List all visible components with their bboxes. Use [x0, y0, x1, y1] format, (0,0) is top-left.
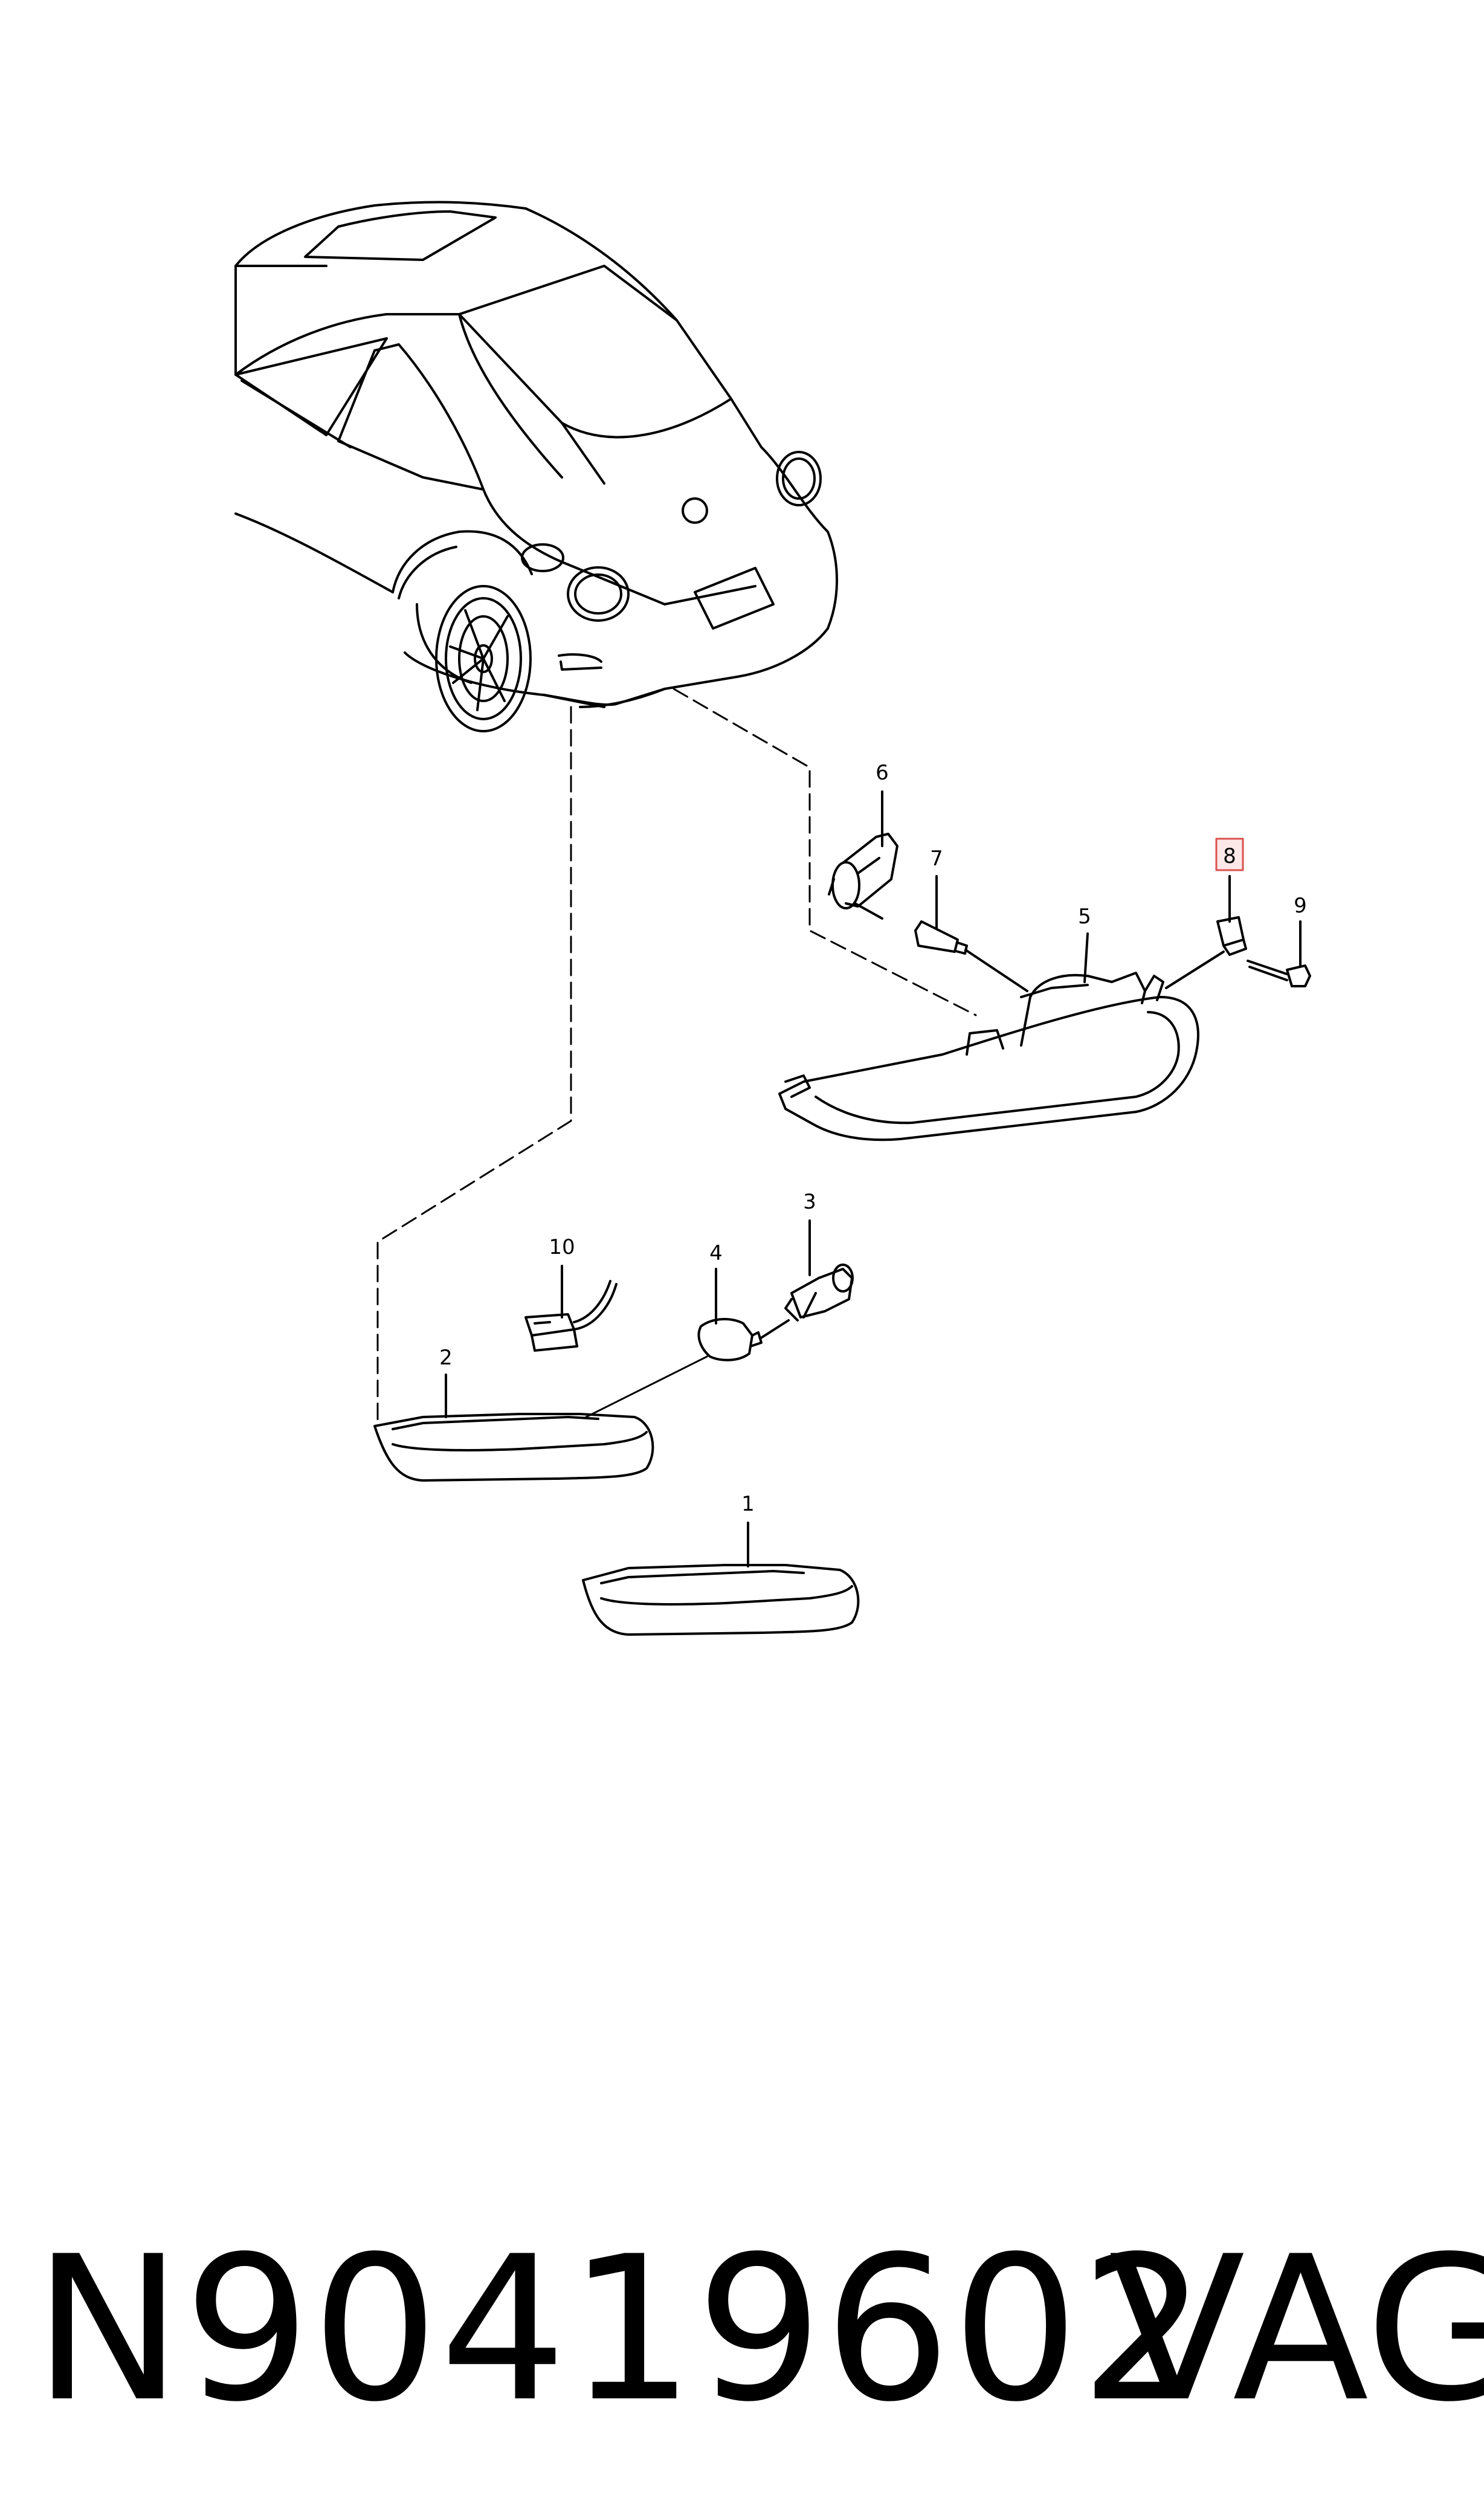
part-3-socket: [784, 1264, 854, 1322]
part-10-connector: [524, 1280, 618, 1352]
part-9-screw: [1247, 960, 1311, 987]
callout-10[interactable]: 10: [549, 1235, 575, 1259]
callout-4[interactable]: 4: [709, 1241, 723, 1265]
part-8-clip: [1165, 916, 1247, 989]
part-6-socket: [828, 833, 898, 920]
callout-8-highlight: [1215, 838, 1244, 871]
leader-lines: [376, 688, 977, 1421]
car-illustration: [234, 201, 838, 732]
callout-7[interactable]: 7: [930, 847, 943, 871]
brand-label: VAG: [1109, 2213, 1484, 2445]
part-1-lens: [582, 1564, 860, 1636]
part-2-lens: [373, 1413, 654, 1482]
callout-8[interactable]: 8: [1223, 844, 1236, 868]
callout-6[interactable]: 6: [876, 761, 889, 785]
leader-5: [1083, 932, 1089, 983]
part-7-bulb: [914, 920, 1028, 992]
callout-9[interactable]: 9: [1294, 894, 1307, 918]
callout-2[interactable]: 2: [439, 1346, 453, 1370]
callout-3[interactable]: 3: [803, 1190, 816, 1214]
callout-5[interactable]: 5: [1078, 905, 1091, 929]
part-number: N90419602: [33, 2213, 1208, 2445]
part-4-bulb: [697, 1318, 790, 1361]
part-5-marker-housing: [778, 972, 1199, 1141]
callout-1[interactable]: 1: [741, 1492, 755, 1516]
assembly-line-2: [585, 1355, 708, 1418]
